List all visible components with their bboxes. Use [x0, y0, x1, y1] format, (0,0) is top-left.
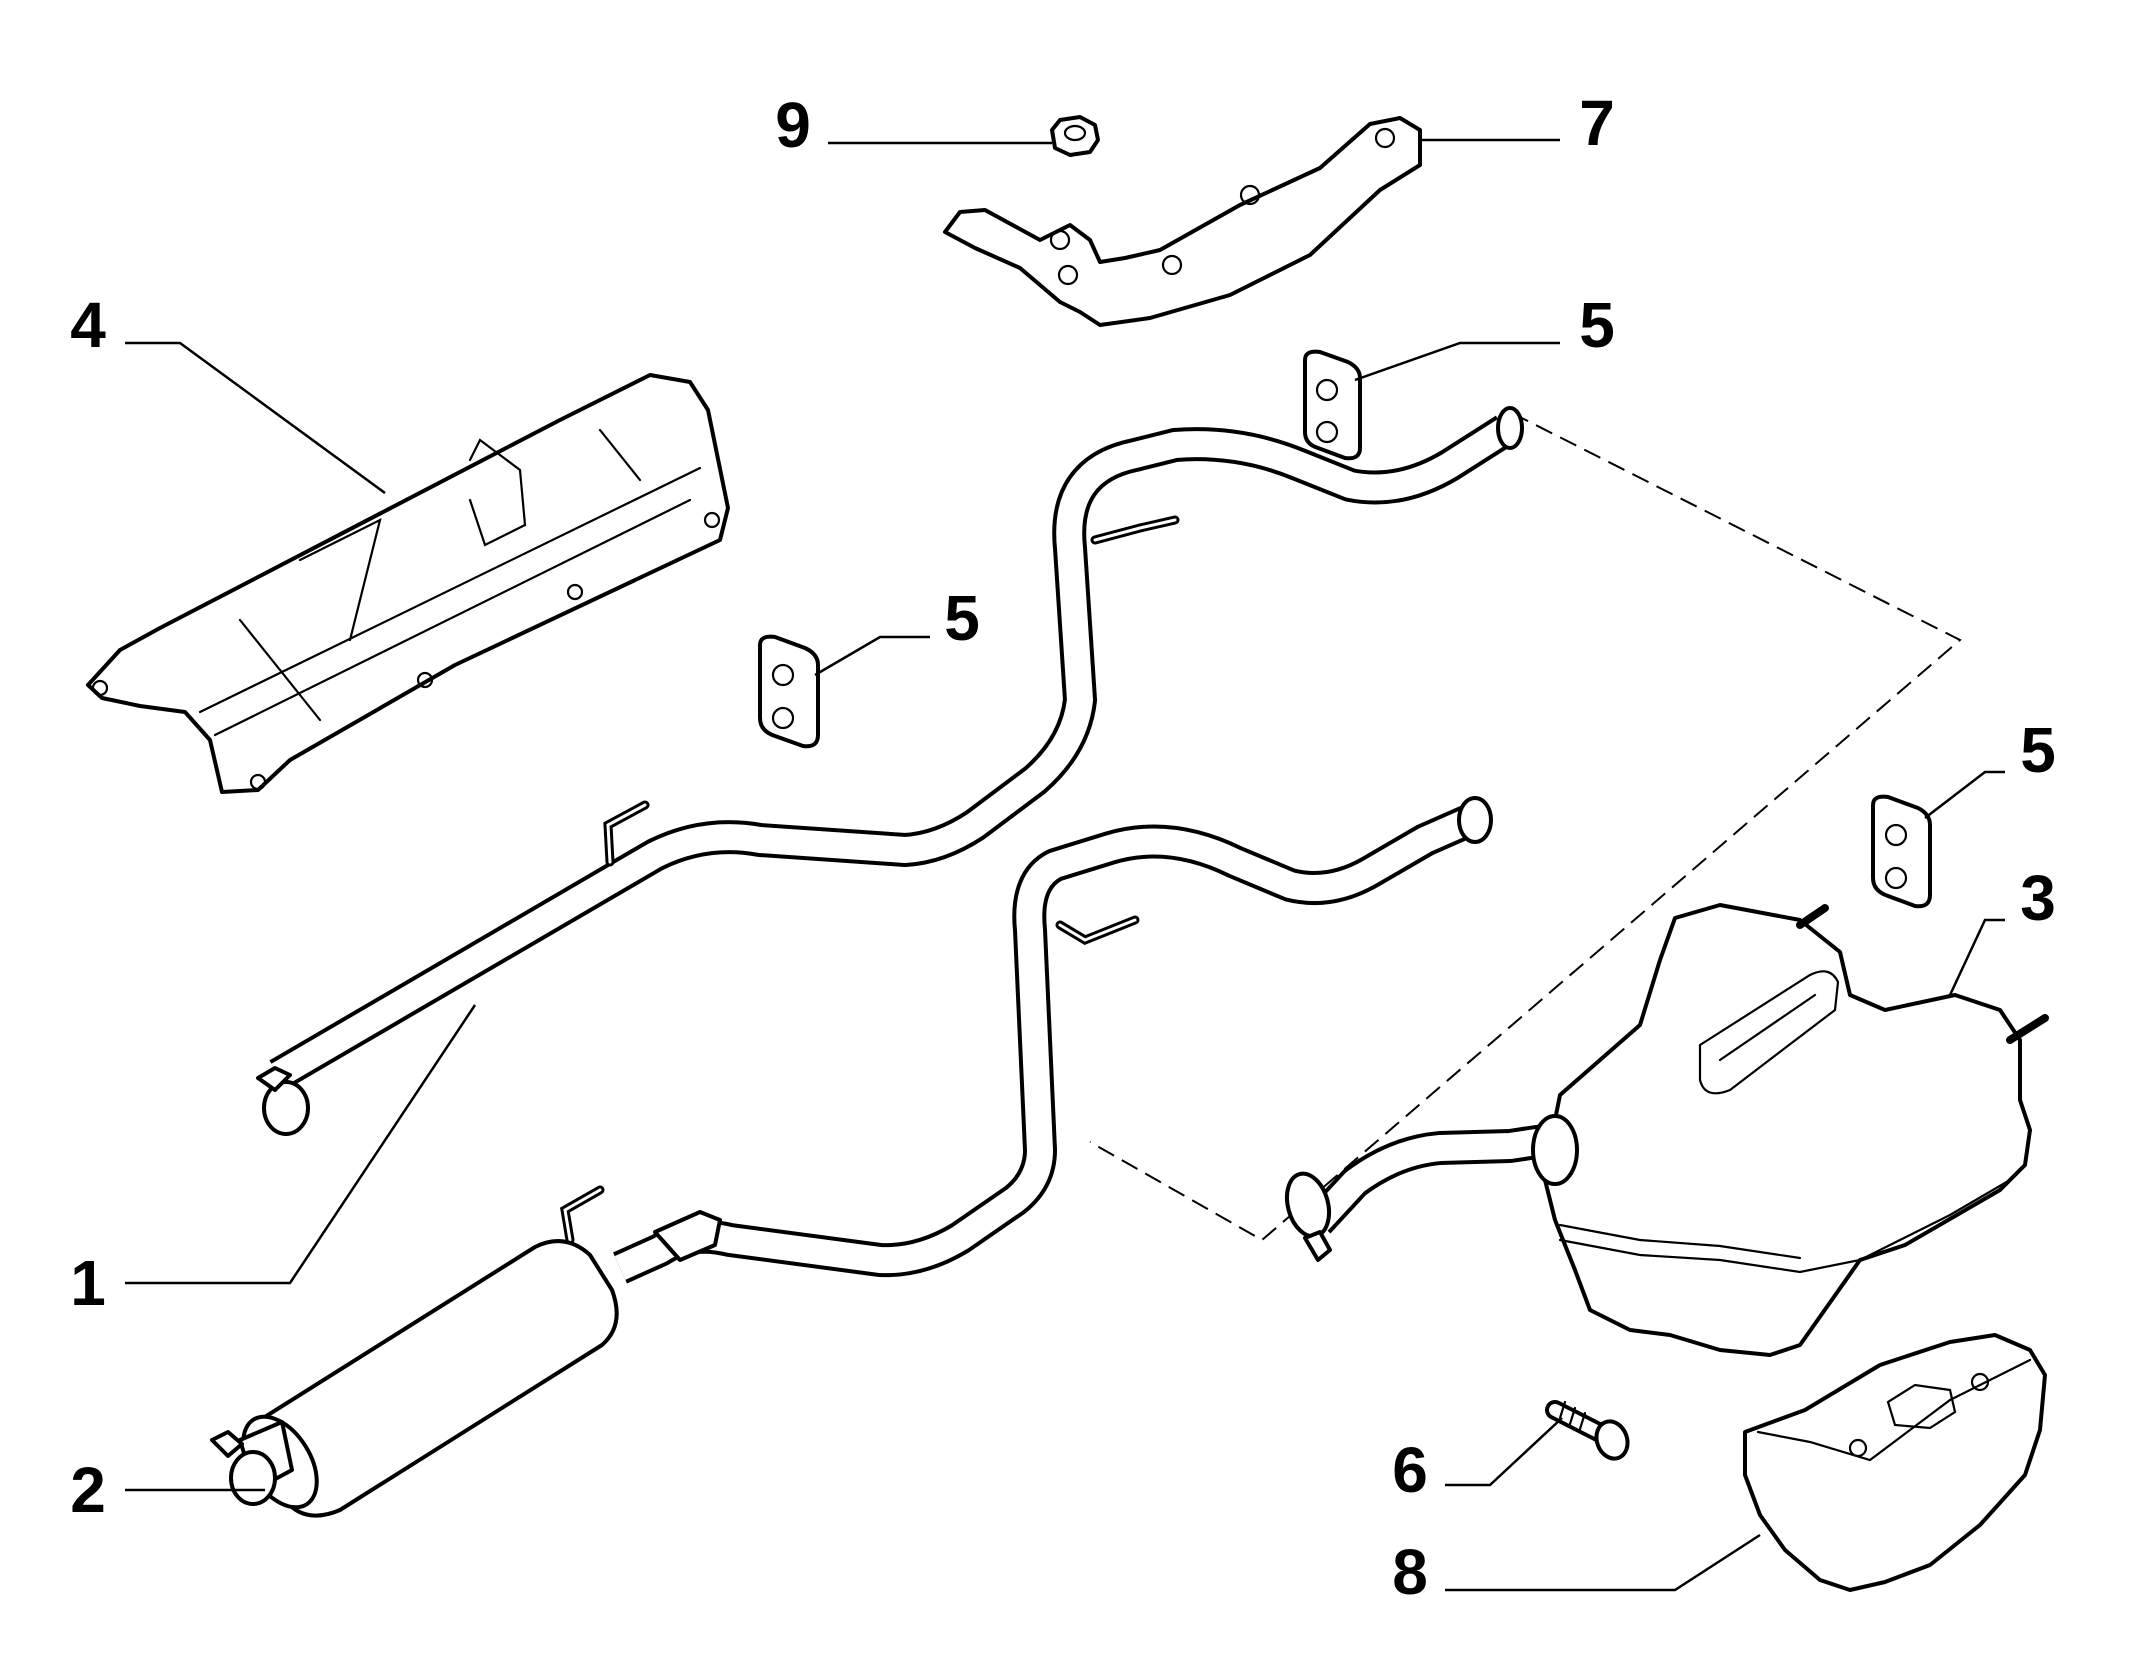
part-4-heat-shield: [86, 373, 730, 794]
assembly-dashed-frame: [1089, 412, 1962, 1242]
part-9-nut: [1050, 115, 1100, 157]
callout-4: 4: [70, 289, 106, 361]
callout-1: 1: [70, 1247, 106, 1319]
leader-lines: [125, 138, 2005, 1592]
callout-2: 2: [70, 1454, 106, 1526]
part-5-rubber-mount-right: [1871, 794, 1932, 909]
part-8-silencer-shield: [1743, 1333, 2047, 1592]
callout-5-middle: 5: [944, 582, 980, 654]
part-5-rubber-mount-middle: [758, 634, 820, 749]
callout-8: 8: [1392, 1536, 1428, 1608]
callout-9: 9: [775, 89, 811, 161]
part-7-bracket: [943, 116, 1422, 327]
part-2-front-muffler: [210, 1239, 619, 1518]
part-5-rubber-mount-top: [1303, 349, 1362, 461]
part-3-rear-silencer: [1284, 903, 2049, 1357]
callout-6: 6: [1392, 1434, 1428, 1506]
callouts: 1 2 3 4 5 5 5 6 7 8 9 5: [70, 87, 2056, 1608]
callout-7: 7: [1579, 87, 1615, 159]
callout-5-right: 5: [2020, 714, 2056, 786]
callout-3: 3: [2020, 862, 2056, 934]
part-6-bolt: [1545, 1400, 1630, 1461]
callout-5-top: 5: [1579, 289, 1615, 361]
part-1-center-pipe: [256, 406, 1524, 1284]
